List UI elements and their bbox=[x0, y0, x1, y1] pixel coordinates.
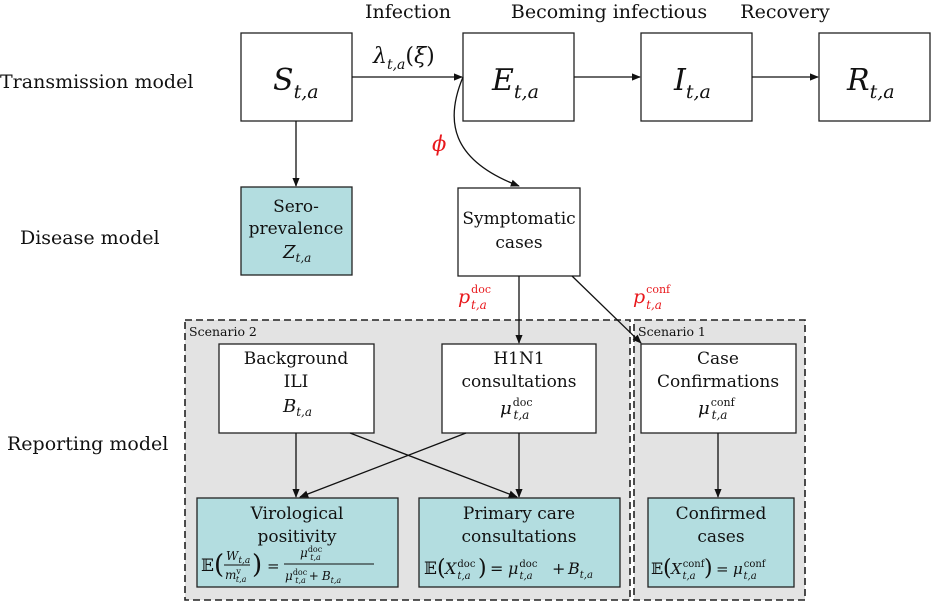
node-symptomatic-cases: Symptomatic cases bbox=[457, 187, 581, 277]
row-label-disease: Disease model bbox=[20, 227, 160, 249]
svg-text:=: = bbox=[490, 559, 503, 578]
transition-recovery: Recovery bbox=[740, 1, 830, 23]
arrow-e-to-symptomatic bbox=[453, 76, 520, 187]
svg-text:): ) bbox=[704, 556, 713, 581]
compartment-e: Et,a bbox=[462, 32, 575, 122]
arrow-symptomatic-to-confirmations bbox=[571, 275, 642, 344]
svg-text:𝔼: 𝔼 bbox=[651, 559, 663, 578]
primary-care-box bbox=[418, 497, 621, 588]
background-ili-line1: Background bbox=[244, 349, 349, 369]
node-seroprevalence: Sero- prevalence Zt,a bbox=[240, 186, 353, 276]
seroprevalence-line2: prevalence bbox=[249, 219, 344, 239]
transition-infection: Infection bbox=[365, 1, 451, 23]
phi-parameter: ϕ bbox=[432, 132, 446, 156]
arrow-ili-to-primary-care bbox=[349, 432, 518, 498]
confirmed-line2: cases bbox=[697, 527, 744, 547]
compartment-i: It,a bbox=[640, 32, 753, 122]
compartment-s: St,a bbox=[240, 32, 353, 122]
confirmed-line1: Confirmed bbox=[676, 504, 767, 524]
row-label-transmission: Transmission model bbox=[0, 71, 193, 93]
confirmed-box bbox=[647, 497, 795, 588]
h1n1-line2: consultations bbox=[462, 372, 577, 392]
confirmations-line2: Confirmations bbox=[657, 372, 779, 392]
svg-text:+: + bbox=[552, 559, 565, 578]
compartment-r: Rt,a bbox=[818, 32, 931, 122]
virological-box bbox=[196, 497, 399, 588]
symptomatic-line1: Symptomatic bbox=[462, 209, 575, 229]
arrow-h1n1-to-virological bbox=[299, 432, 467, 498]
scenario-1-label: Scenario 1 bbox=[638, 324, 706, 339]
svg-text:𝔼: 𝔼 bbox=[424, 559, 437, 579]
row-label-reporting: Reporting model bbox=[7, 433, 168, 455]
svg-text:): ) bbox=[478, 556, 487, 581]
primary-care-line1: Primary care bbox=[463, 504, 575, 524]
scenario-2-label: Scenario 2 bbox=[189, 324, 257, 339]
virological-line2: positivity bbox=[257, 527, 336, 547]
transition-becoming-infectious: Becoming infectious bbox=[511, 1, 707, 23]
seroprevalence-line1: Sero- bbox=[273, 197, 319, 217]
svg-text:(: ( bbox=[663, 556, 672, 581]
primary-care-line2: consultations bbox=[462, 527, 577, 547]
svg-text:(: ( bbox=[437, 556, 446, 581]
force-of-infection: λt,a(ξ) bbox=[372, 44, 435, 73]
background-ili-line2: ILI bbox=[284, 372, 309, 392]
symptomatic-line2: cases bbox=[495, 233, 542, 253]
svg-text:(: ( bbox=[214, 550, 224, 580]
virological-line1: Virological bbox=[250, 504, 344, 524]
svg-text:=: = bbox=[716, 560, 729, 578]
svg-text:): ) bbox=[252, 550, 262, 580]
confirmations-line1: Case bbox=[697, 349, 739, 369]
node-background-ili: Background ILI Bt,a bbox=[218, 343, 375, 434]
h1n1-line1: H1N1 bbox=[493, 349, 544, 369]
seroprevalence-box bbox=[240, 186, 353, 276]
svg-text:=: = bbox=[267, 557, 280, 575]
svg-text:𝔼: 𝔼 bbox=[201, 556, 214, 576]
